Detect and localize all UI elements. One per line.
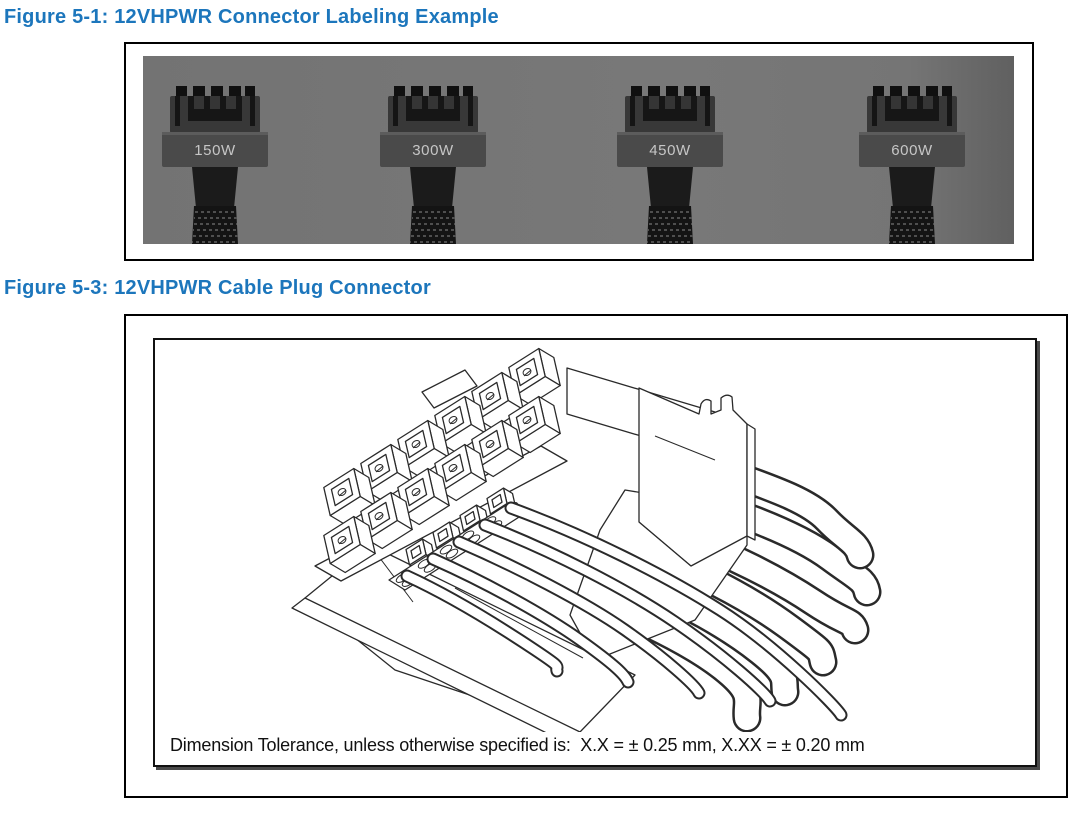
sideband-wires bbox=[400, 501, 848, 722]
connector-600w: 600W bbox=[859, 86, 965, 244]
figure-5-3-inner-frame: Dimension Tolerance, unless otherwise sp… bbox=[153, 338, 1037, 767]
connector-150w: 150W bbox=[162, 86, 268, 244]
cable-plug-line-drawing bbox=[291, 347, 882, 732]
connector-illustration: 300W bbox=[380, 86, 486, 244]
wattage-label: 600W bbox=[891, 142, 933, 159]
figure-5-1-frame: 150W 300W bbox=[124, 42, 1034, 261]
pin-cavity-grid bbox=[314, 347, 568, 591]
connector-illustration: 600W bbox=[859, 86, 965, 244]
connector-illustration: 150W bbox=[162, 86, 268, 244]
figure-5-3-title: Figure 5-3: 12VHPWR Cable Plug Connector bbox=[4, 277, 431, 299]
connector-labeling-photo: 150W 300W bbox=[143, 56, 1014, 244]
dimension-tolerance-note: Dimension Tolerance, unless otherwise sp… bbox=[170, 735, 865, 755]
wattage-label: 450W bbox=[649, 142, 691, 159]
wattage-label: 300W bbox=[412, 142, 454, 159]
connector-300w: 300W bbox=[380, 86, 486, 244]
wattage-label: 150W bbox=[194, 142, 236, 159]
connector-450w: 450W bbox=[617, 86, 723, 244]
latch-panel bbox=[638, 387, 748, 567]
figure-5-1-title: Figure 5-1: 12VHPWR Connector Labeling E… bbox=[4, 6, 499, 28]
figure-5-3-frame: Dimension Tolerance, unless otherwise sp… bbox=[124, 314, 1068, 798]
connector-illustration: 450W bbox=[617, 86, 723, 244]
